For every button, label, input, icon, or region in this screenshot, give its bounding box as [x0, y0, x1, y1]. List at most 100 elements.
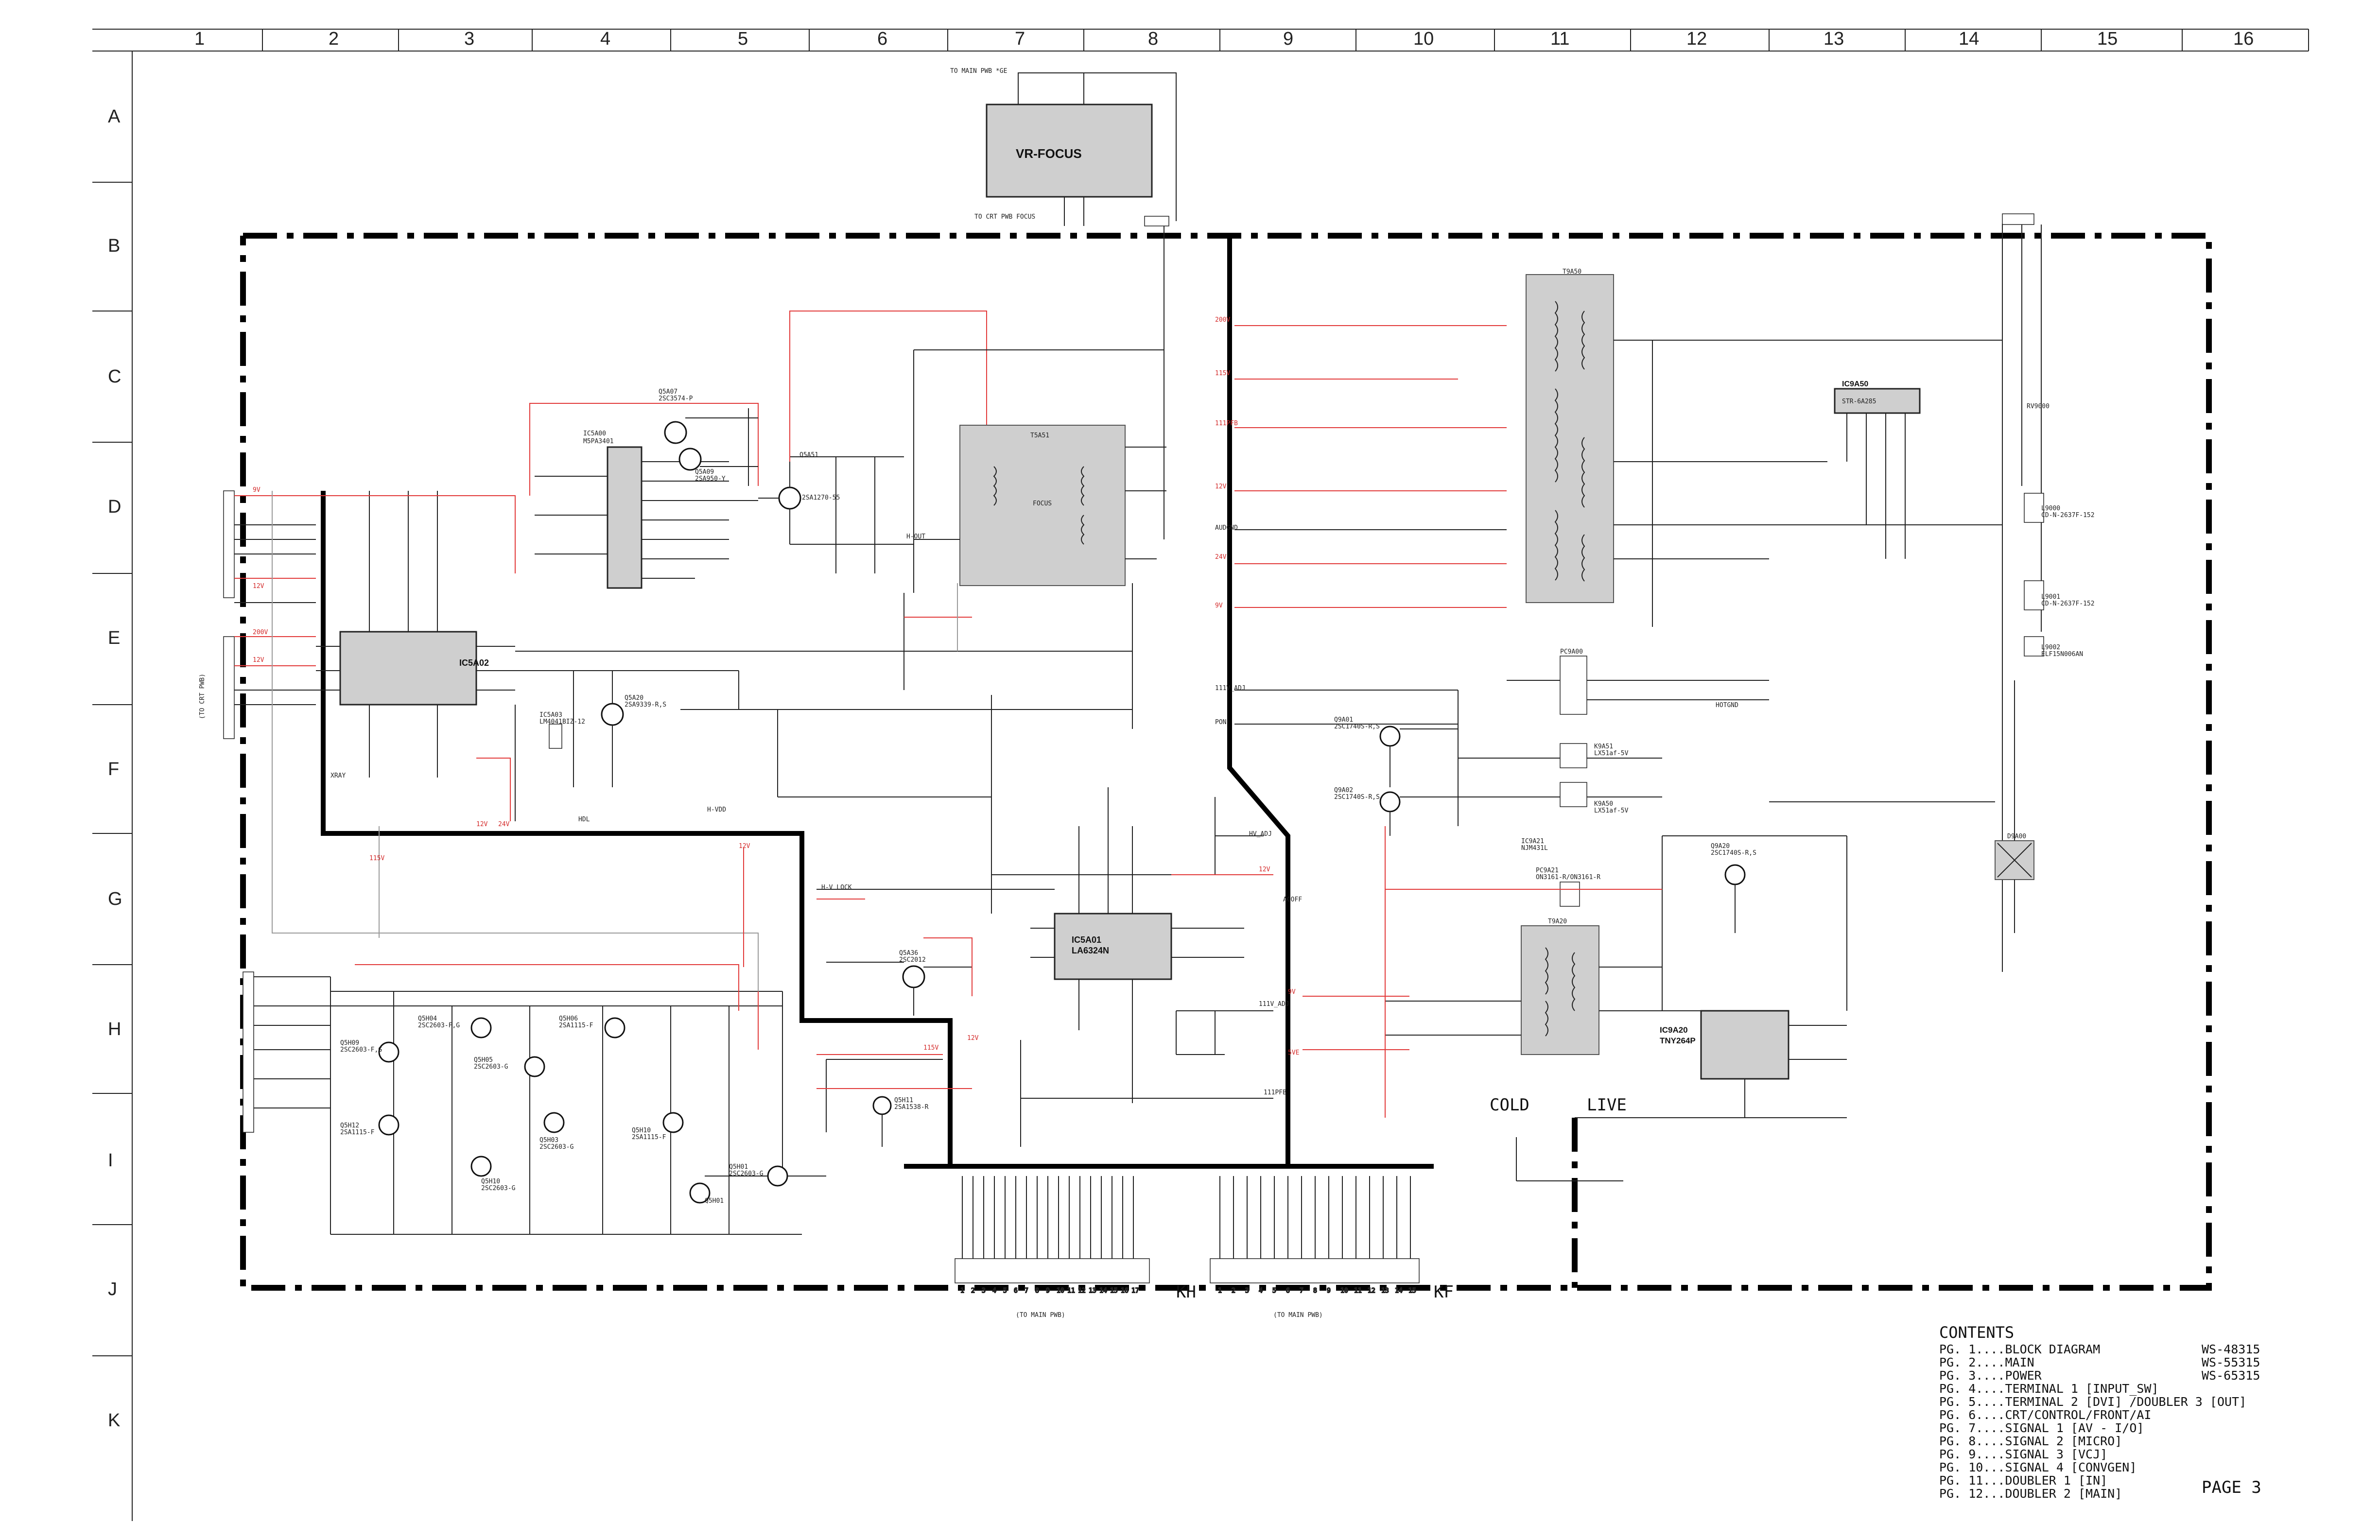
net-5ve: 5VE: [1288, 1049, 1299, 1056]
ic9a20-ref: IC9A20: [1660, 1025, 1688, 1035]
q9a01-q9a02: Q9A01 2SC1740S-R,S Q9A02 2SC1740S-R,S IC…: [1334, 690, 1600, 907]
kh-pin-number: 17: [1131, 1287, 1139, 1295]
model-3: WS-65315: [2202, 1368, 2260, 1383]
to-main-pwb-kh: (TO MAIN PWB): [1016, 1312, 1065, 1319]
q9a20-part: 2SC1740S-R,S: [1711, 849, 1756, 857]
ic5a01-ref: IC5A01: [1072, 935, 1101, 945]
q5h11-ref: Q5H09: [340, 1039, 359, 1047]
h-v-lock-label: H-V LOCK: [821, 884, 852, 891]
kf-pin-number: 3: [1245, 1287, 1249, 1295]
contents-item-4: PG. 4....TERMINAL 1 [INPUT_SW]: [1939, 1382, 2159, 1396]
kh-label: KH: [1176, 1282, 1196, 1302]
hotgnd-1: HOTGND: [1716, 702, 1738, 709]
q5a36: Q5A36 2SC2012 H-V LOCK: [816, 884, 1055, 1016]
d9a00-bridge: D9A00: [1769, 680, 2034, 933]
contents-item-1: PG. 1....BLOCK DIAGRAM: [1939, 1342, 2100, 1356]
grid-row-d: D: [108, 497, 121, 517]
kh-pin-number: 10: [1057, 1287, 1064, 1295]
grid-row-j: J: [108, 1279, 117, 1299]
ic5a02-label: IC5A02: [459, 658, 489, 668]
area-h8: 111V_ADJ 111PFB: [1020, 1001, 1289, 1147]
kh-pin-number: 15: [1110, 1287, 1118, 1295]
optocouplers: PC9A00 K9A51 LX51af-5V K9A50 LX51af-5V H…: [1458, 648, 1769, 814]
q5h10-part: 2SC2603-G: [481, 1185, 516, 1192]
grid-col-5: 5: [738, 29, 748, 49]
ic5a00-block: IC5A00 M5PA3401: [529, 403, 759, 589]
q9a01-ref: Q9A01: [1334, 716, 1353, 724]
grid-col-7: 7: [1015, 29, 1025, 49]
contents-item-5: PG. 5....TERMINAL 2 [DVI] /DOUBLER 3 [OU…: [1939, 1395, 2246, 1409]
kh-pin-number: 1: [960, 1287, 964, 1295]
net-111vadj-p: 111V_ADJ: [1215, 685, 1246, 692]
q9a02-part: 2SC1740S-R,S: [1334, 794, 1380, 801]
q5h09-ref: Q5H04: [418, 1015, 437, 1022]
kf-pin-number: 9: [1327, 1287, 1331, 1295]
grid-row-f: F: [108, 759, 119, 779]
kf-pin-number: 4: [1259, 1287, 1263, 1295]
kh-pin-number: 8: [1035, 1287, 1039, 1295]
net-9v-left: 9V: [253, 486, 261, 494]
deflection-driver: 115V H-VDD 12V Q5H09 2SC2603-F,G Q5H04 2…: [272, 491, 826, 1235]
q5h01-part: 2SC2603-G: [729, 1170, 764, 1177]
v111adj-h9: 111V_ADJ: [1259, 1001, 1289, 1008]
net-12v-left-2: 12V: [253, 657, 264, 664]
kf-pin-number: 1: [1218, 1287, 1222, 1295]
vr-focus-label: VR-FOCUS: [1016, 146, 1082, 161]
q5h12-ref: Q5H12: [340, 1122, 359, 1129]
kh-pin-number: 9: [1046, 1287, 1050, 1295]
q5h12-part: 2SA1115-F: [340, 1129, 375, 1136]
kf-pin-number: 12: [1368, 1287, 1375, 1295]
q5a20-part: 2SA9339-R,S: [625, 701, 666, 709]
grid-col-3: 3: [464, 29, 474, 49]
q5h13-ref: Q5H01: [705, 1197, 724, 1205]
ic9a20-part: TNY264P: [1660, 1036, 1696, 1045]
q5h01-ref: Q5H01: [729, 1163, 748, 1171]
l9002-part: ELF15N006AN: [2041, 651, 2083, 658]
t9a50-block: T9A50: [1526, 268, 2002, 627]
q5h09-part: 2SC2603-F,G: [418, 1022, 460, 1029]
q9a01-part: 2SC1740S-R,S: [1334, 723, 1380, 730]
ic5a02-block: IC5A02 XRAY: [316, 491, 516, 779]
q5a54-ref: Q5H11: [894, 1097, 913, 1104]
hdl-label: HDL: [578, 816, 590, 823]
grid-col-8: 8: [1148, 29, 1158, 49]
net-111v-g3: 115V: [369, 855, 384, 862]
grid-row-e: E: [108, 628, 120, 648]
net-24v-p: 24V: [1215, 554, 1227, 561]
q5a51: Q5A51 2SA1270-55: [758, 311, 987, 573]
ic9a50-part: STR-6A285: [1842, 398, 1876, 405]
grid-col-10: 10: [1413, 29, 1434, 49]
h-vdd-label: H-VDD: [707, 806, 726, 813]
net-200v: 200V: [1215, 316, 1230, 324]
pc9a21-ref: PC9A21: [1536, 867, 1559, 874]
l9002-ref: L9002: [2041, 644, 2060, 651]
kh-pin-number: 2: [971, 1287, 975, 1295]
q5h03-ref: Q5H10: [632, 1127, 651, 1134]
net-200v-left: 200V: [253, 629, 268, 636]
mid-wiring-ef: [515, 583, 1133, 914]
pc9a00-label: PC9A00: [1560, 648, 1583, 656]
grid-row-b: B: [108, 236, 120, 256]
q9a20-ref: Q9A20: [1711, 843, 1730, 850]
contents-item-3: PG. 3....POWER: [1939, 1368, 2042, 1383]
h-out-label: H-OUT: [906, 533, 925, 540]
model-1: WS-48315: [2202, 1342, 2260, 1356]
t9a50-label: T9A50: [1563, 268, 1581, 276]
contents-item-6: PG. 6....CRT/CONTROL/FRONT/AI: [1939, 1408, 2152, 1422]
t5a51-focus: FOCUS: [1033, 500, 1052, 507]
grid-row-i: I: [108, 1150, 113, 1171]
kf-pin-number: 14: [1395, 1287, 1403, 1295]
q9a02-ref: Q9A02: [1334, 787, 1353, 794]
q5a54-part: 2SA1538-R: [894, 1104, 929, 1111]
kh-pin-number: 13: [1089, 1287, 1096, 1295]
q5a20-ref: Q5A20: [625, 694, 643, 702]
q5a09-part: 2SA950-Y: [695, 475, 726, 483]
kh-pin-number: 16: [1121, 1287, 1129, 1295]
kf-pin-number: 2: [1232, 1287, 1235, 1295]
t5a51-block: T5A51 FOCUS H-OUT: [906, 349, 1166, 593]
q5h03-part: 2SA1115-F: [632, 1134, 666, 1141]
contents-item-7: PG. 7....SIGNAL 1 [AV - I/O]: [1939, 1421, 2144, 1435]
kf-pin-number: 7: [1300, 1287, 1303, 1295]
pc9a21-part: ON3161-R/ON3161-R: [1536, 874, 1600, 881]
contents-item-8: PG. 8....SIGNAL 2 [MICRO]: [1939, 1434, 2122, 1448]
